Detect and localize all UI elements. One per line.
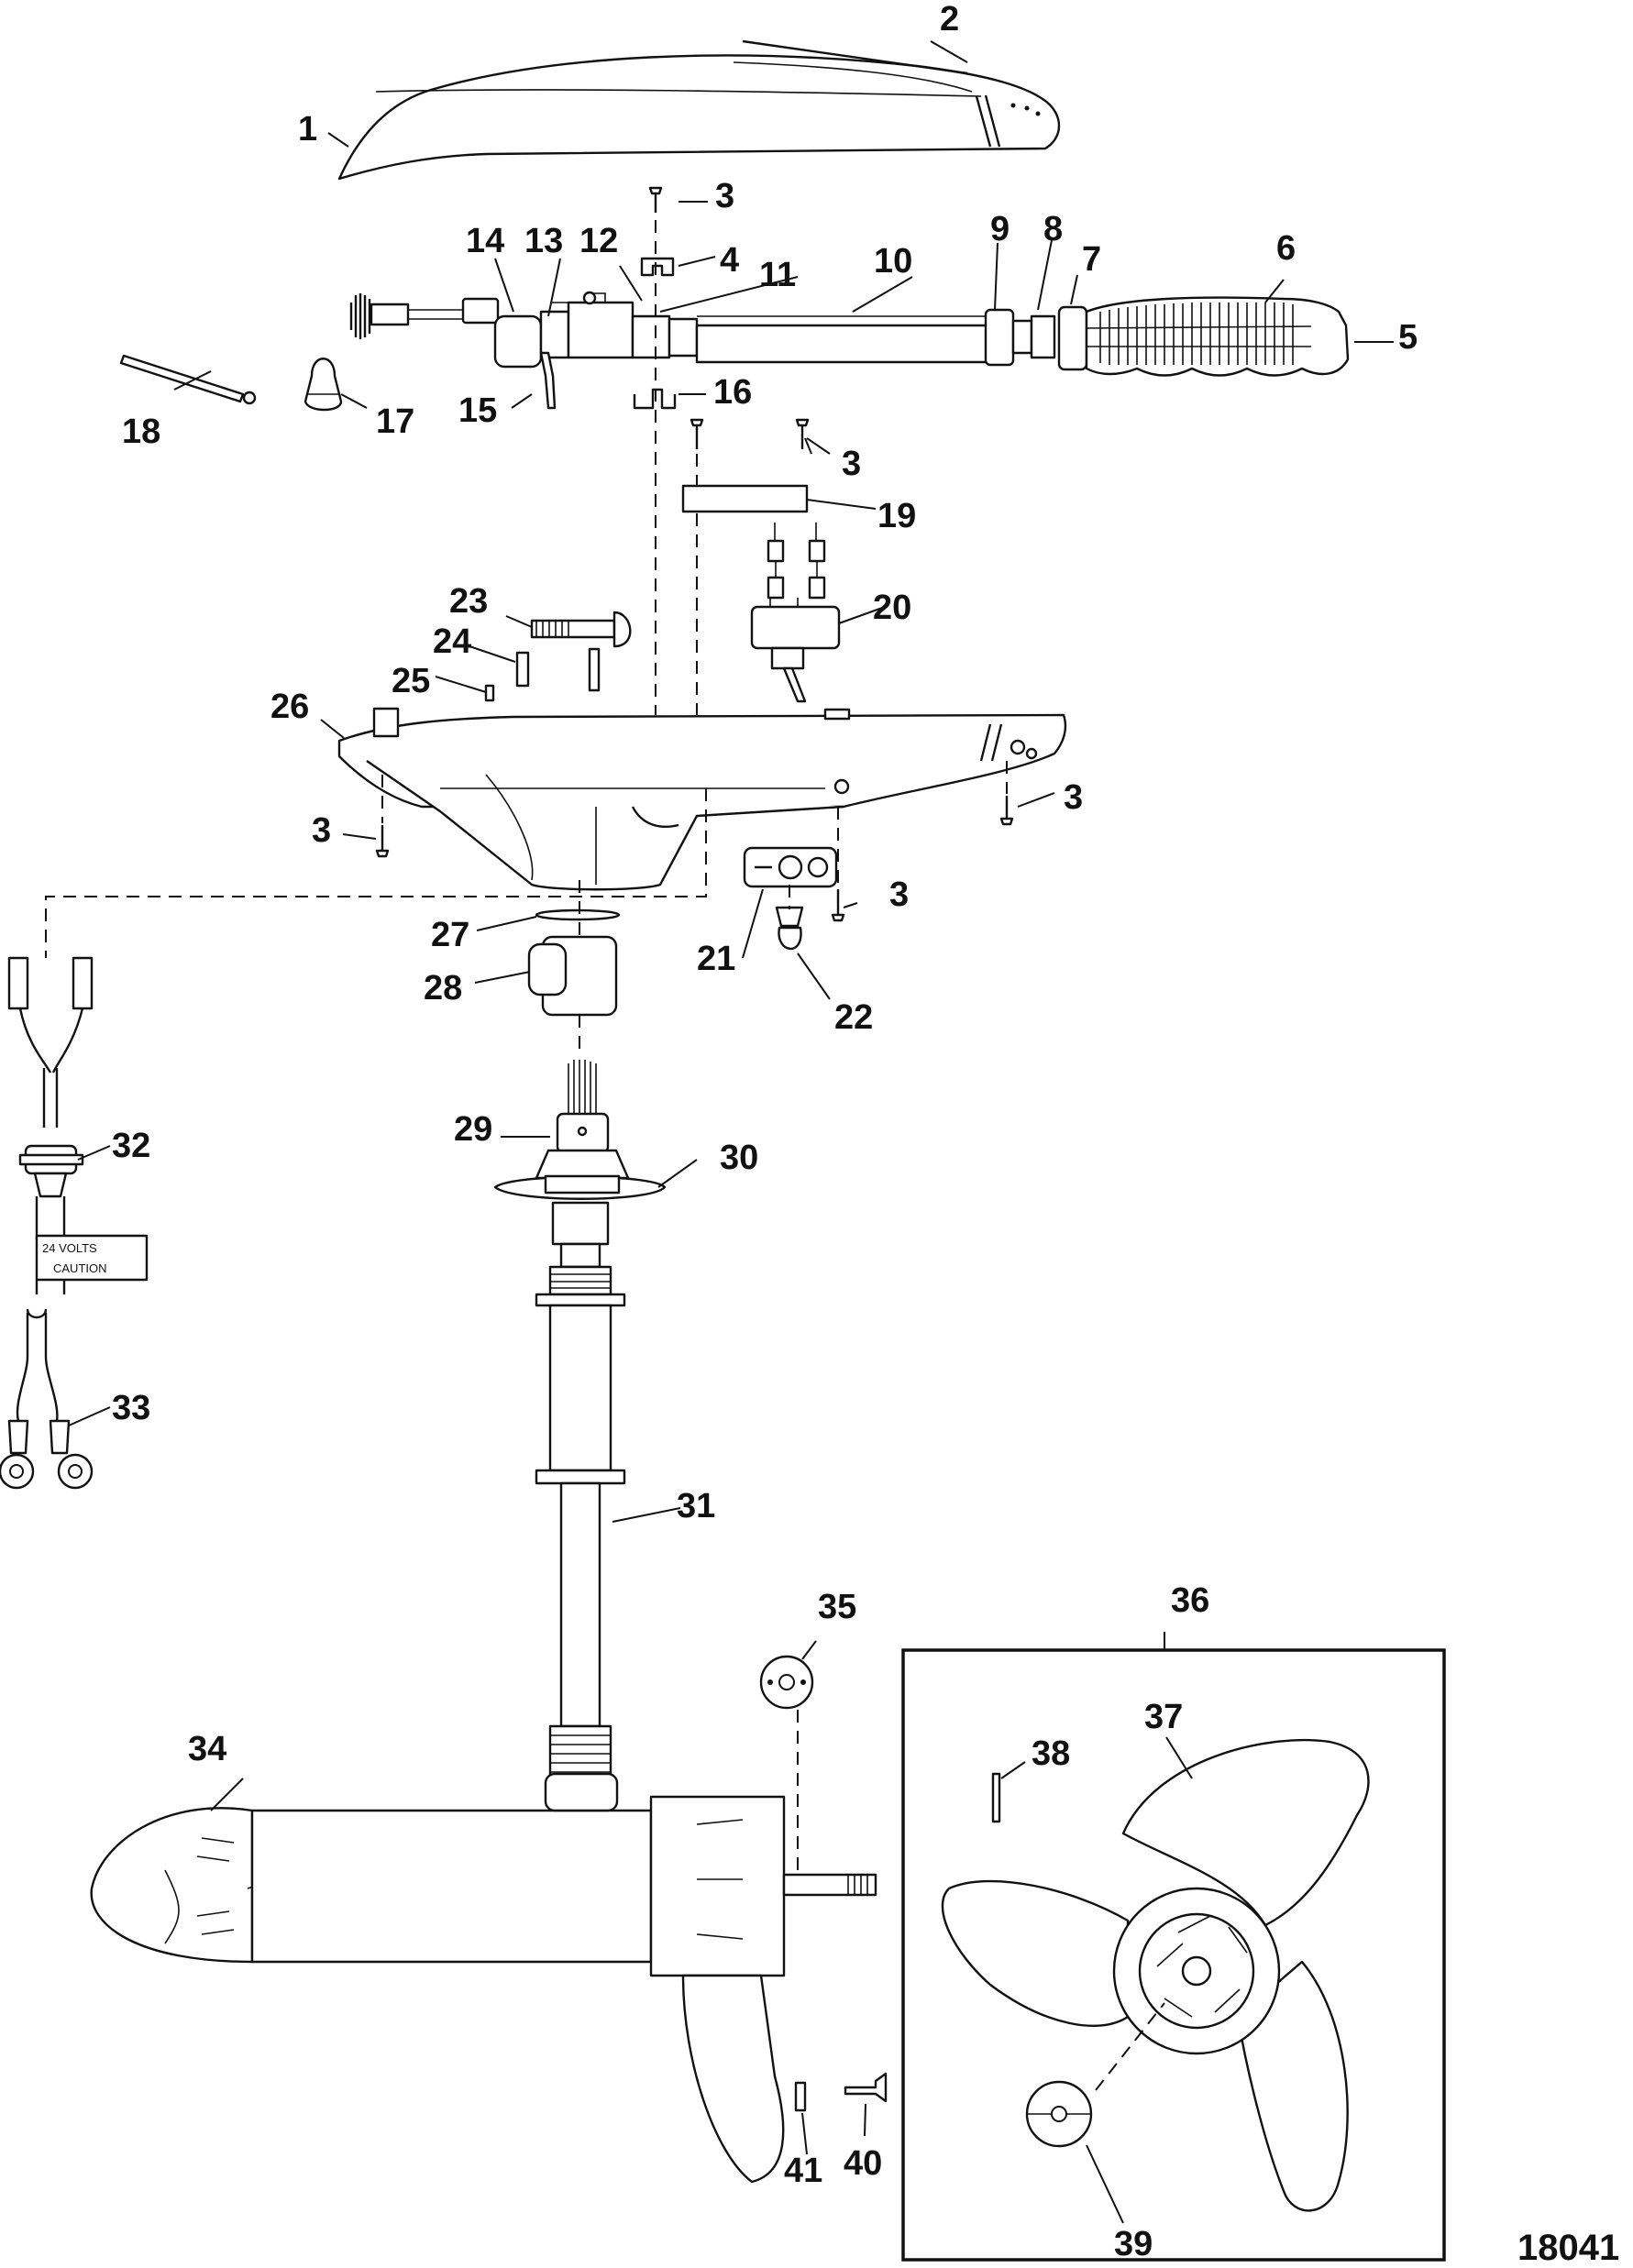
label-11: 11 [759,256,796,294]
wire-nut [303,358,343,412]
washer [535,908,621,921]
label-7: 7 [1082,240,1101,279]
shaft-tube [535,1201,626,1811]
label-27: 27 [431,916,469,954]
label-28: 28 [424,969,462,1007]
switch-assembly [750,523,841,703]
gear-housing [527,935,618,1017]
caution-tag-line2: CAUTION [53,1261,107,1275]
screw-3-right [999,796,1014,826]
label-8: 8 [1043,210,1063,248]
label-3c: 3 [1064,778,1083,817]
label-32: 32 [112,1127,150,1165]
label-9: 9 [990,210,1010,248]
label-1: 1 [298,110,317,149]
pin-25 [484,684,495,702]
label-36: 36 [1171,1581,1209,1620]
top-cover [337,54,1061,181]
label-18: 18 [122,413,160,451]
drive-pin [991,1772,1001,1823]
label-14: 14 [466,222,504,260]
label-29: 29 [454,1110,492,1149]
switch-plate [743,846,838,888]
pin-41 [794,2081,807,2112]
label-41: 41 [784,2152,822,2190]
assembly-dashed-lines [45,220,1165,2091]
foam-pad [681,484,809,513]
screw-3-left [375,825,390,858]
thrust-washer [759,1655,814,1710]
label-35: 35 [818,1588,856,1626]
power-cable-lower [0,1280,94,1490]
screw-3-low [831,889,845,922]
label-33: 33 [112,1389,150,1427]
propeller-kit-box [901,1648,1446,2262]
collar [535,1060,630,1180]
caution-tag-line1: 24 VOLTS [42,1241,97,1255]
label-4: 4 [720,241,739,280]
label-2: 2 [940,0,959,39]
leader-lines [68,40,1394,2224]
label-10: 10 [874,242,912,281]
callout-labels: 1 2 3 4 5 6 7 8 9 10 11 12 13 14 15 16 1… [112,0,1418,2263]
label-6: 6 [1276,229,1296,268]
figure-number: 18041 [1517,2228,1619,2268]
steering-handle-assembly [349,257,1350,410]
label-25: 25 [392,662,430,700]
indicator-lamp [775,906,804,951]
label-38: 38 [1032,1734,1070,1773]
label-39: 39 [1114,2225,1153,2263]
lower-unit [90,1772,877,2184]
carriage-bolt [530,611,632,648]
label-30: 30 [720,1139,758,1177]
label-19: 19 [877,497,916,535]
label-24: 24 [433,622,471,661]
label-5: 5 [1398,318,1418,357]
screw-3-top [648,186,663,213]
control-housing [337,707,1067,891]
label-37: 37 [1144,1698,1183,1736]
pin-24 [515,647,601,692]
label-3: 3 [715,177,734,215]
screw-40 [844,2072,888,2103]
label-40: 40 [844,2144,882,2183]
label-20: 20 [873,589,911,627]
label-17: 17 [376,402,414,441]
label-21: 21 [697,940,735,978]
label-23: 23 [449,582,488,621]
label-34: 34 [188,1730,226,1768]
power-cable-upper [7,956,94,1239]
propeller [941,1738,1370,2212]
label-31: 31 [677,1487,715,1525]
label-16: 16 [713,373,752,412]
label-15: 15 [458,391,497,430]
mounting-plate [493,1174,667,1200]
label-22: 22 [834,998,873,1037]
label-12: 12 [579,222,618,260]
label-26: 26 [270,688,309,726]
decal-strip [742,39,968,75]
prop-nut [1025,2080,1093,2148]
label-3b: 3 [842,445,861,483]
cable-tie [119,354,257,405]
label-3d: 3 [312,811,331,850]
caution-tag [35,1234,149,1282]
screws-3-pair [690,418,810,449]
label-3e: 3 [889,875,909,914]
label-13: 13 [524,222,563,260]
